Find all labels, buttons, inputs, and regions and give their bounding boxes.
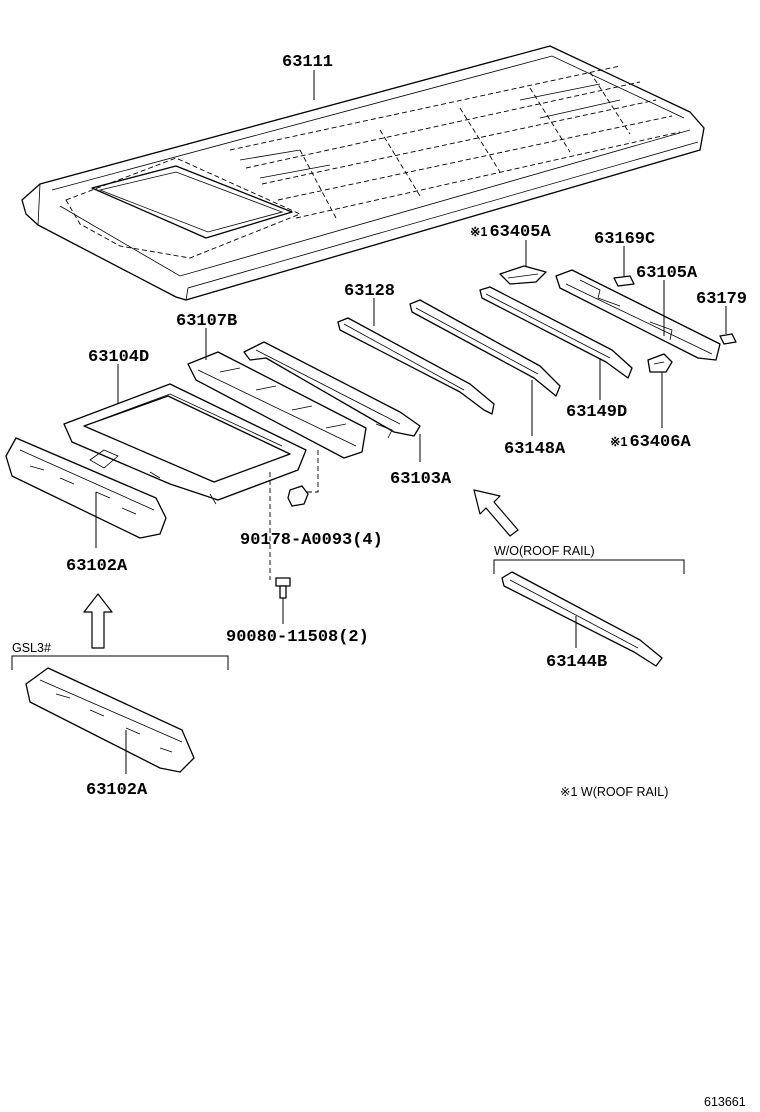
label-90080: 90080-11508(2) — [226, 628, 369, 647]
rear-rail-bracket[interactable] — [499, 265, 547, 285]
up-arrow-icon — [83, 593, 113, 649]
footnote: ※1 W(ROOF RAIL) — [560, 785, 668, 799]
diagram-id: 613661 — [704, 1095, 746, 1109]
label-63128: 63128 — [344, 282, 395, 301]
label-63149d: 63149D — [566, 403, 627, 422]
front-rail-bracket[interactable] — [647, 353, 673, 373]
roof-bow-63149d[interactable] — [479, 286, 633, 379]
label-63102a-alt: 63102A — [86, 781, 148, 800]
front-header-panel[interactable] — [5, 437, 167, 539]
up-left-arrow-icon — [473, 489, 519, 537]
label-63105a: 63105A — [636, 264, 698, 283]
bolt-90080[interactable] — [275, 577, 291, 599]
label-63144b: 63144B — [546, 653, 607, 672]
label-63104d: 63104D — [88, 348, 149, 367]
roof-bow-63148a[interactable] — [409, 299, 561, 397]
rear-roof-bow[interactable] — [555, 269, 721, 361]
clip-63179[interactable] — [719, 333, 737, 345]
note-gsl3: GSL3# — [12, 641, 51, 655]
sunroof-rail[interactable] — [187, 351, 367, 459]
roof-bow-63144b[interactable] — [501, 571, 663, 667]
small-bracket-63169c[interactable] — [613, 275, 635, 287]
label-63111: 63111 — [282, 53, 333, 72]
roof-bow-63128[interactable] — [337, 317, 495, 415]
wo-roof-rail-bracket-line — [493, 559, 685, 574]
label-63148a: 63148A — [504, 440, 566, 459]
label-63107b: 63107B — [176, 312, 237, 331]
gsl3-bracket-line — [11, 655, 229, 670]
label-63169c: 63169C — [594, 230, 655, 249]
label-63102a: 63102A — [66, 557, 128, 576]
label-63103a: 63103A — [390, 470, 452, 489]
note-wo-roof-rail: W/O(ROOF RAIL) — [494, 544, 595, 558]
sunroof-housing[interactable] — [63, 383, 307, 505]
front-header-panel-alt[interactable] — [25, 667, 195, 773]
label-63179: 63179 — [696, 290, 747, 309]
front-roof-bow[interactable] — [243, 341, 421, 439]
label-90178: 90178-A0093(4) — [240, 531, 383, 550]
nut-leader — [306, 450, 319, 493]
nut-90178[interactable] — [287, 485, 309, 507]
roof-panel[interactable] — [21, 45, 705, 301]
